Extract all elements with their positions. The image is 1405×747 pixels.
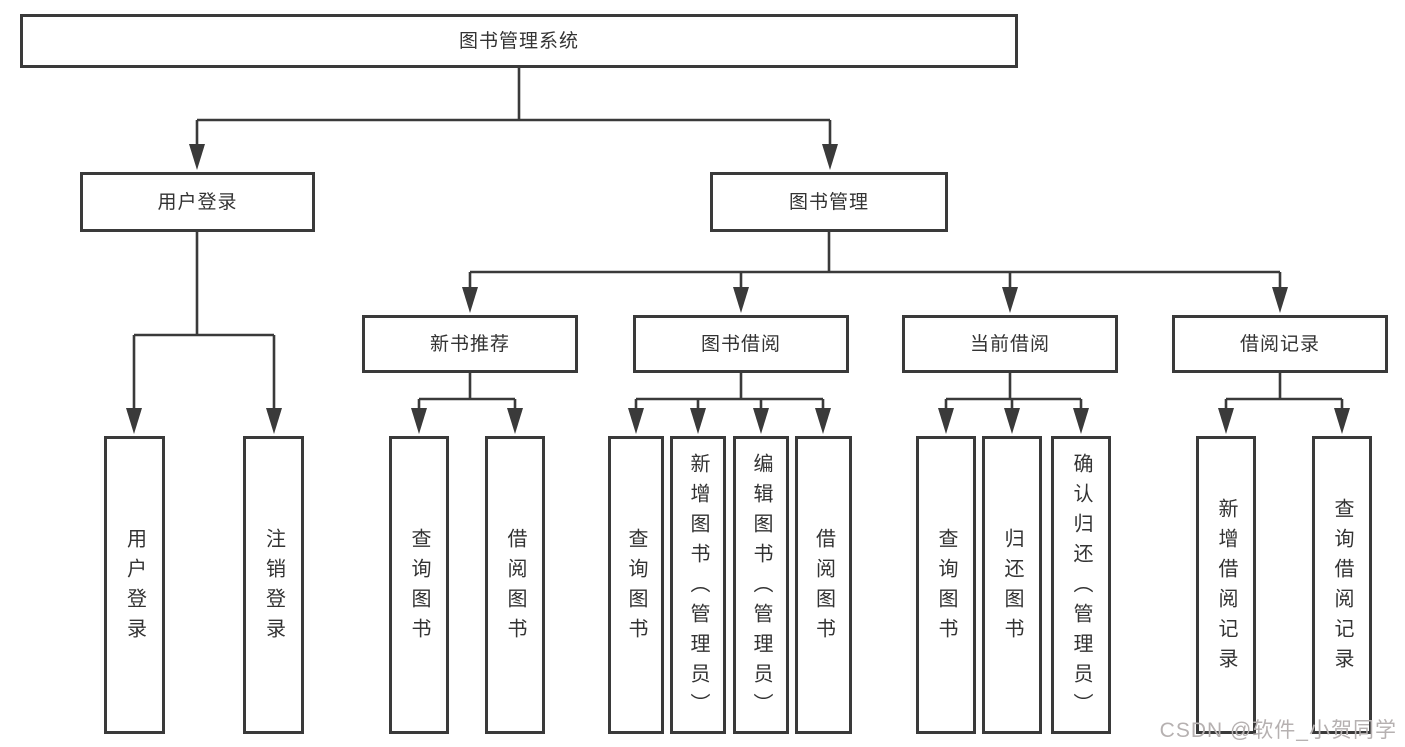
leaf-borrow-books: 借阅图书 xyxy=(795,436,852,734)
leaf-confirm-return-admin: 确认归还（管理员） xyxy=(1051,436,1111,734)
leaf-user-login: 用户登录 xyxy=(104,436,165,734)
leaf-query-books-borrow: 查询图书 xyxy=(608,436,664,734)
leaf-query-books-current: 查询图书 xyxy=(916,436,976,734)
node-borrow-records: 借阅记录 xyxy=(1172,315,1388,373)
node-book-borrow: 图书借阅 xyxy=(633,315,849,373)
leaf-add-borrow-record: 新增借阅记录 xyxy=(1196,436,1256,734)
leaf-return-book: 归还图书 xyxy=(982,436,1042,734)
leaf-edit-book-admin: 编辑图书（管理员） xyxy=(733,436,789,734)
node-new-book-recommend: 新书推荐 xyxy=(362,315,578,373)
leaf-query-books-recommend: 查询图书 xyxy=(389,436,449,734)
node-current-borrow: 当前借阅 xyxy=(902,315,1118,373)
csdn-watermark: CSDN @软件_小贺同学 xyxy=(1159,719,1397,742)
leaf-logout: 注销登录 xyxy=(243,436,304,734)
leaf-query-borrow-record: 查询借阅记录 xyxy=(1312,436,1372,734)
node-root-system: 图书管理系统 xyxy=(20,14,1018,68)
leaf-add-book-admin: 新增图书（管理员） xyxy=(670,436,726,734)
arrowhead-icons xyxy=(126,144,1350,434)
leaf-borrow-books-recommend: 借阅图书 xyxy=(485,436,545,734)
node-user-login: 用户登录 xyxy=(80,172,315,232)
node-book-management: 图书管理 xyxy=(710,172,948,232)
